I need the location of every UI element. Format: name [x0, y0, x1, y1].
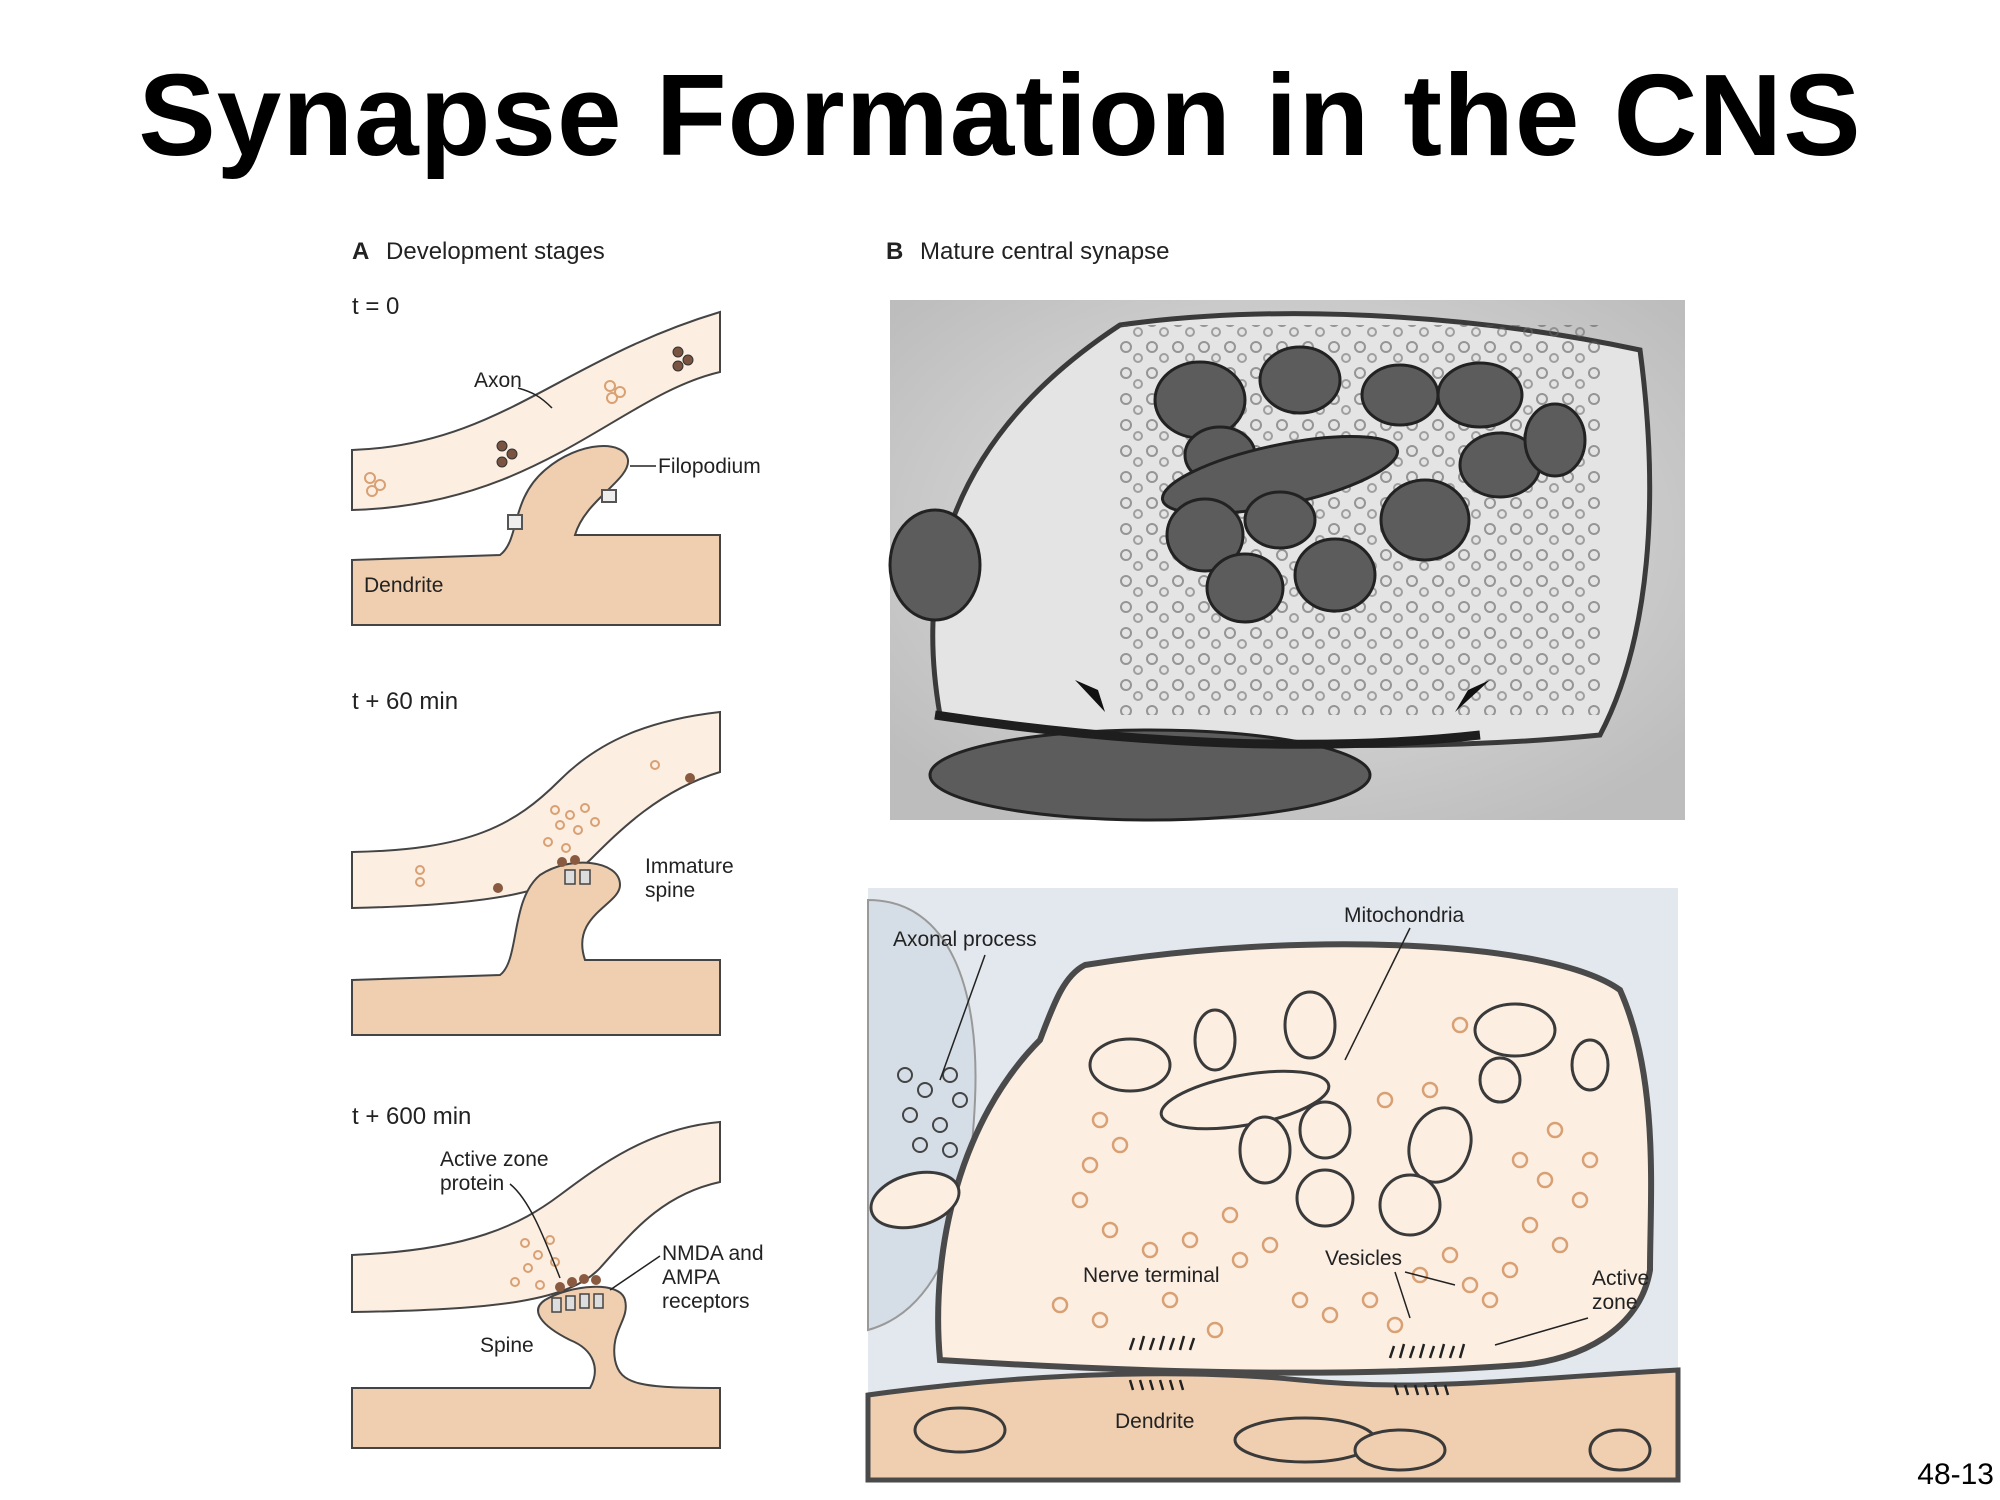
- label-nerve-terminal: Nerve terminal: [1083, 1264, 1220, 1287]
- panel-a-title: Development stages: [386, 238, 605, 265]
- protein-dots: [555, 1274, 601, 1292]
- stage-time-t60: t + 60 min: [352, 688, 458, 715]
- slide-number: 48-13: [1917, 1458, 1994, 1491]
- label-mitochondria: Mitochondria: [1344, 904, 1465, 927]
- panel-b: B Mature central synapse: [865, 238, 1685, 1483]
- label-active-zone-2: protein: [440, 1172, 504, 1195]
- axon-shape: [351, 310, 721, 512]
- synaptic-cleft-line: [934, 710, 1481, 749]
- svg-text:B Mature central synapse: B Mature central synapse: [886, 238, 1169, 265]
- vesicle-cluster: [415, 760, 660, 887]
- label-active-1: Active: [1592, 1267, 1649, 1290]
- axon-shape: [351, 1120, 721, 1314]
- stage-time-t0: t = 0: [352, 293, 399, 320]
- panel-a: A Development stages t = 0 Axon Filopodi…: [351, 238, 764, 1449]
- arrowhead-left: [1075, 680, 1105, 712]
- micrograph-mitochondria: [888, 345, 1587, 822]
- stage-time-t600: t + 600 min: [352, 1103, 471, 1130]
- active-zone-marks: [1128, 1335, 1466, 1396]
- label-active-zone-1: Active zone: [440, 1148, 549, 1171]
- label-receptors-3: receptors: [662, 1290, 750, 1313]
- stage-t60: t + 60 min Immature spine: [351, 688, 734, 1036]
- stage-t600: t + 600 min Active zone protein NMDA and…: [351, 1103, 764, 1449]
- label-axonal-process: Axonal process: [893, 928, 1037, 951]
- label-spine: Spine: [480, 1334, 534, 1357]
- slide-title: Synapse Formation in the CNS: [138, 50, 1862, 180]
- electron-micrograph: [888, 300, 1685, 822]
- protein-dots: [493, 773, 695, 893]
- arrowhead-right: [1455, 680, 1490, 712]
- label-vesicles: Vesicles: [1325, 1247, 1402, 1270]
- label-axon: Axon: [474, 369, 522, 392]
- panel-b-letter: B: [886, 238, 903, 265]
- axonal-vesicles: [897, 1067, 968, 1158]
- label-immature-1: Immature: [645, 855, 734, 878]
- receptor-marks: [507, 489, 617, 530]
- synapse-schematic: Axonal process Mitochondria Nerve termin…: [865, 888, 1681, 1483]
- receptor-marks: [564, 869, 591, 885]
- svg-text:A Development stages: A Development stages: [352, 238, 605, 265]
- stage-t0: t = 0 Axon Filopodium Dendrite: [351, 293, 761, 626]
- dendrite-shape: [351, 861, 721, 1036]
- label-filopodium: Filopodium: [658, 455, 761, 478]
- diagram-mitochondria: [869, 990, 1610, 1237]
- vesicle-cluster: [364, 380, 626, 497]
- receptor-marks: [551, 1293, 604, 1313]
- label-receptors-2: AMPA: [662, 1266, 720, 1289]
- label-active-2: zone: [1592, 1291, 1638, 1314]
- transport-complex: [496, 346, 694, 468]
- label-immature-2: spine: [645, 879, 695, 902]
- panel-b-title: Mature central synapse: [920, 238, 1169, 265]
- diagram-dendrite-mitochondria: [913, 1406, 1652, 1472]
- label-receptors-1: NMDA and: [662, 1242, 764, 1265]
- diagram-vesicles: [1051, 1016, 1599, 1339]
- label-dendrite-b: Dendrite: [1115, 1410, 1194, 1433]
- panel-a-letter: A: [352, 238, 369, 265]
- label-dendrite-a: Dendrite: [364, 574, 443, 597]
